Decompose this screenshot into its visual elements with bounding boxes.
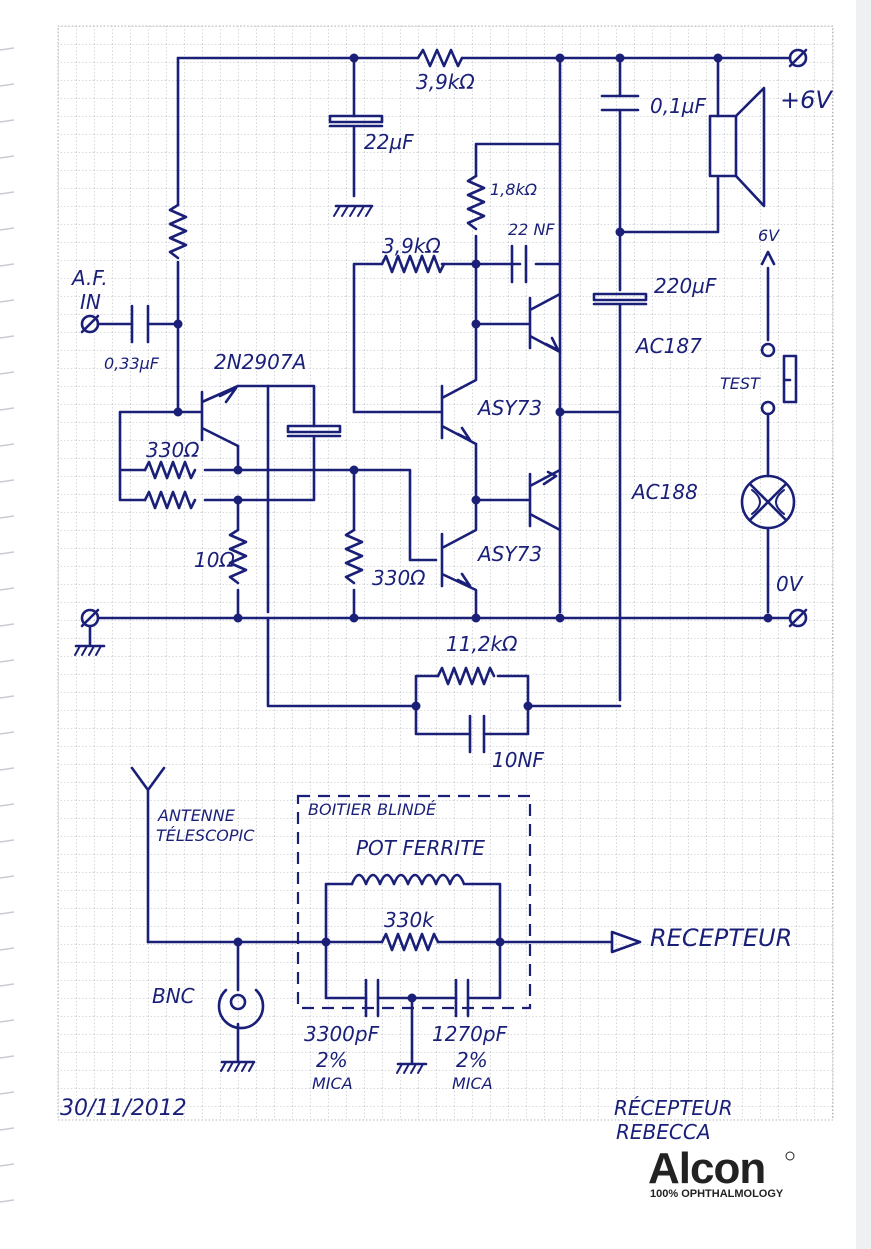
label-ac188: AC188 — [632, 480, 698, 504]
label-c-10nf: 10NF — [492, 748, 544, 772]
transistor-asy73-bot — [440, 498, 478, 620]
test-button — [782, 354, 798, 404]
ground-symbol-22uf — [333, 205, 373, 217]
logo-registered-mark — [785, 1151, 795, 1161]
pot-ferrite-coil — [350, 873, 466, 886]
label-recepteur-output: RECEPTEUR — [650, 924, 793, 952]
resistor-330-mid — [344, 528, 364, 585]
label-r-top: 3,9kΩ — [416, 70, 475, 94]
capacitor-10nf — [468, 714, 486, 754]
resistor-left-bias — [168, 203, 188, 260]
capacitor-3300pf — [364, 978, 380, 1018]
shielded-box — [296, 794, 532, 1010]
label-r-330-left: 330Ω — [146, 438, 200, 462]
label-ac187: AC187 — [636, 334, 702, 358]
label-r-18k: 1,8kΩ — [490, 180, 537, 199]
bnc-connector-icon — [217, 988, 265, 1030]
alcon-logo: Alcon — [648, 1144, 766, 1193]
label-r-330-mid: 330Ω — [372, 566, 426, 590]
resistor-11k2 — [436, 666, 496, 686]
resistor-10 — [228, 528, 248, 585]
label-asy73-bot: ASY73 — [478, 542, 543, 566]
label-c-1270pf: 1270pF — [432, 1022, 508, 1046]
label-title-2: REBECCA — [616, 1120, 711, 1144]
label-bnc: BNC — [152, 984, 195, 1008]
label-date: 30/11/2012 — [60, 1096, 187, 1121]
label-test: TEST — [720, 374, 760, 393]
speaker — [708, 114, 738, 178]
label-c-22uf: 22µF — [364, 130, 414, 154]
resistor-3k9-mid — [380, 254, 446, 274]
label-c-1270pf-tol: 2% — [456, 1048, 488, 1072]
capacitor-0-1uf — [600, 94, 640, 112]
terminal-0v — [788, 608, 808, 628]
terminal-in-ground — [80, 608, 100, 628]
antenna-icon — [130, 766, 166, 944]
label-in: IN — [80, 290, 101, 314]
lamp-icon — [740, 474, 796, 530]
resistor-3k9-top — [416, 48, 464, 68]
label-antenne: ANTENNE — [158, 806, 235, 825]
resistor-1k8 — [466, 174, 486, 231]
resistor-330-b — [143, 490, 197, 510]
label-c-22nf: 22 NF — [508, 220, 555, 239]
terminal-plus6v — [788, 48, 808, 68]
label-r-39k-mid: 3,9kΩ — [382, 234, 441, 258]
label-c-3300pf-tol: 2% — [316, 1048, 348, 1072]
label-2n2907a: 2N2907A — [214, 350, 307, 374]
resistor-330k — [380, 932, 440, 952]
resistor-330-a — [143, 460, 197, 480]
alcon-tagline: 100% OPHTHALMOLOGY — [650, 1188, 784, 1200]
label-c-1270pf-type: MICA — [452, 1074, 493, 1093]
label-c-01uf: 0,1µF — [650, 94, 707, 118]
terminal-af-in — [80, 314, 100, 334]
label-c-3300pf-type: MICA — [312, 1074, 353, 1093]
label-telescopic: TÉLESCOPIC — [156, 826, 255, 845]
capacitor-0-33uf — [130, 304, 150, 344]
label-r-112k: 11,2kΩ — [446, 632, 518, 656]
label-title-1: RÉCEPTEUR — [614, 1096, 733, 1120]
capacitor-220uf — [592, 292, 648, 302]
capacitor-22nf — [510, 244, 528, 284]
label-c-220uf: 220µF — [654, 274, 717, 298]
transistor-ac188 — [528, 468, 562, 532]
label-r-330k: 330k — [384, 908, 434, 932]
label-af: A.F. — [72, 266, 108, 290]
label-boitier: BOITIER BLINDÉ — [308, 800, 437, 819]
label-pot-ferrite: POT FERRITE — [356, 836, 486, 860]
label-c-033uf: 0,33µF — [104, 354, 160, 373]
label-6v: 6V — [758, 226, 780, 245]
label-0v: 0V — [776, 572, 803, 596]
label-plus6v: +6V — [780, 86, 832, 114]
capacitor-1270pf — [454, 978, 470, 1018]
transistor-asy73-top — [352, 322, 478, 446]
label-c-3300pf: 3300pF — [304, 1022, 380, 1046]
capacitor-22uf — [328, 114, 384, 124]
label-r-10: 10Ω — [194, 548, 235, 572]
label-asy73-top: ASY73 — [478, 396, 543, 420]
